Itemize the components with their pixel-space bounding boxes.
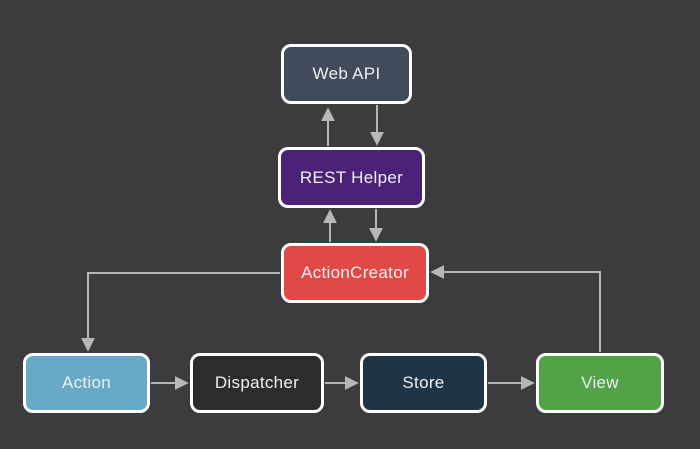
node-dispatcher-label: Dispatcher: [214, 373, 300, 392]
edge-action-creator-to-action: [81, 272, 280, 352]
node-web-api: Web API: [281, 44, 412, 104]
node-view: View: [536, 353, 664, 413]
node-web-api-label: Web API: [312, 64, 381, 83]
edge-view-to-action-creator: [430, 265, 601, 352]
node-store: Store: [360, 353, 487, 413]
node-view-label: View: [581, 373, 619, 392]
node-dispatcher: Dispatcher: [190, 353, 324, 413]
node-rest-helper-label: REST Helper: [299, 167, 404, 187]
node-rest-helper: REST Helper: [278, 147, 425, 208]
node-action-creator: ActionCreator: [281, 243, 429, 303]
node-action: Action: [23, 353, 150, 413]
node-store-label: Store: [402, 373, 445, 392]
node-action-creator-label: ActionCreator: [301, 263, 409, 282]
node-action-label: Action: [61, 373, 112, 392]
